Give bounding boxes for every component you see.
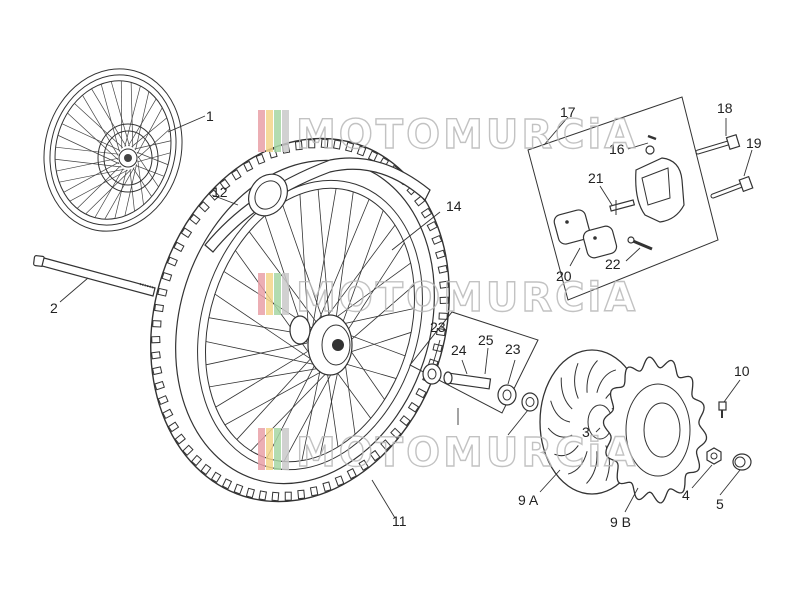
wheel-axle-part <box>33 255 156 297</box>
brake-disc-b-part <box>602 356 708 504</box>
label-1: 1 <box>206 108 214 124</box>
label-9b: 9 B <box>610 514 631 530</box>
bearing-group-box <box>409 311 539 414</box>
seal-part <box>521 392 539 412</box>
label-11: 11 <box>392 513 407 529</box>
caliper-screw-part <box>647 134 657 141</box>
caliper-body-part <box>635 145 685 223</box>
bearing-right-part <box>497 384 517 406</box>
svg-text:MOTOMURCiA: MOTOMURCiA <box>296 275 638 321</box>
caliper-pin-part <box>627 236 653 251</box>
label-16: 16 <box>609 141 625 157</box>
label-23-right: 23 <box>505 341 521 357</box>
brake-pads-part <box>553 209 618 259</box>
spacer-part <box>443 371 492 390</box>
axle-cap-part <box>732 453 752 471</box>
label-24: 24 <box>451 342 467 358</box>
label-22: 22 <box>605 256 621 272</box>
label-23-left: 23 <box>430 319 446 335</box>
leader-lines <box>59 115 753 519</box>
part-labels: 1 2 3 4 5 9 A 9 B 10 11 12 14 16 17 18 1… <box>50 100 762 530</box>
label-17: 17 <box>560 104 576 120</box>
label-2: 2 <box>50 300 58 316</box>
disc-screw-part <box>718 401 727 418</box>
main-wheel-part <box>150 137 450 503</box>
label-12: 12 <box>212 184 228 200</box>
caliper-group-box <box>527 96 719 301</box>
axle-nut-part <box>706 447 722 465</box>
pad-spring-part <box>609 199 636 215</box>
label-20: 20 <box>556 268 572 284</box>
label-18: 18 <box>717 100 733 116</box>
bearing-left-part <box>422 363 442 385</box>
label-5: 5 <box>716 496 724 512</box>
label-25: 25 <box>478 332 494 348</box>
watermark-logos: MOTOMURCiA MOTOMURCiA MOTOMURCiA <box>258 110 638 477</box>
svg-text:MOTOMURCiA: MOTOMURCiA <box>296 112 638 158</box>
svg-text:MOTOMURCiA: MOTOMURCiA <box>296 430 638 476</box>
label-4: 4 <box>682 487 690 503</box>
label-3: 3 <box>582 424 590 440</box>
label-21: 21 <box>588 170 604 186</box>
caliper-bolt-upper-part <box>695 134 741 155</box>
wheel-complete-part <box>43 68 183 232</box>
label-9a: 9 A <box>518 492 539 508</box>
label-14: 14 <box>446 198 462 214</box>
label-19: 19 <box>746 135 762 151</box>
label-10: 10 <box>734 363 750 379</box>
rim-tape-part <box>204 157 431 253</box>
caliper-bolt-lower-part <box>710 175 754 199</box>
